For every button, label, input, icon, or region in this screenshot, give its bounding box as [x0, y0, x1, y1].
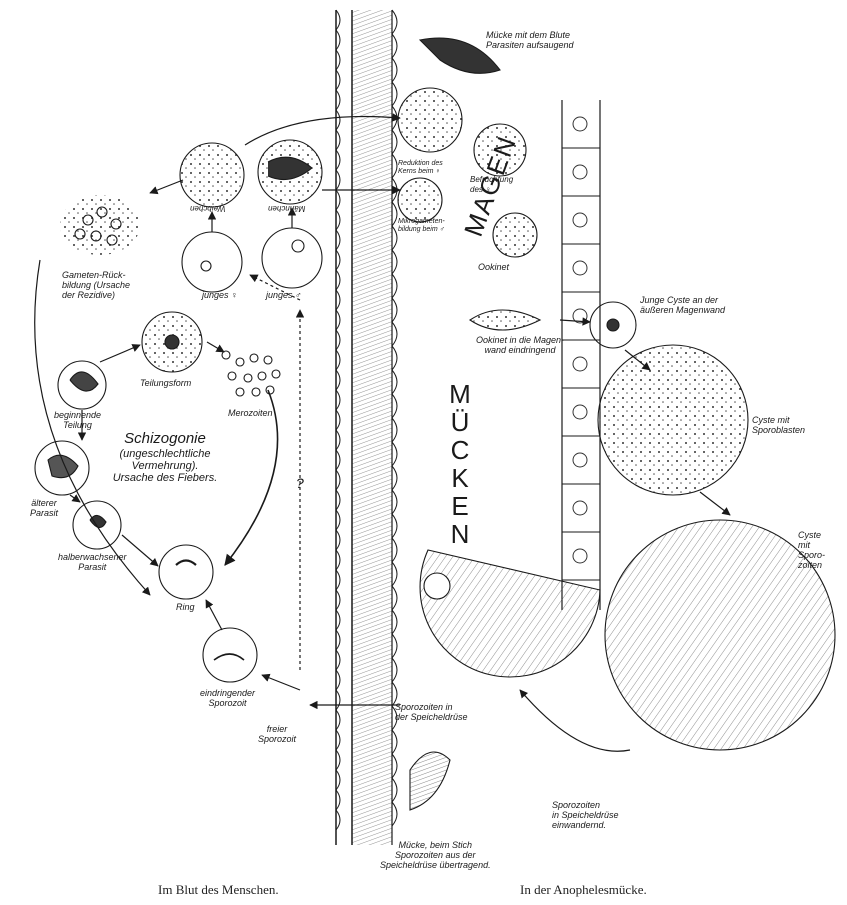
vertical-label-muecken: MÜCKEN — [446, 380, 476, 548]
label-gameten-rueck: Gameten-Rück- bildung (Ursache der Rezid… — [62, 270, 130, 300]
label-halberwachsen: halberwachsener Parasit — [58, 552, 127, 572]
label-mikrogameten: Mikrogameten- bildung beim ♂ — [398, 218, 445, 234]
label-muecke-stich: Mücke, beim Stich Sporozoiten aus der Sp… — [380, 840, 491, 870]
stomach-wall-cells — [562, 100, 600, 610]
label-teilungsform: Teilungsform — [140, 378, 191, 388]
label-muecke-blut: Mücke mit dem Blute Parasiten aufsaugend — [486, 30, 574, 50]
label-cyste-sporoblasten: Cyste mit Sporoblasten — [752, 415, 805, 435]
label-merozoiten: Merozoiten — [228, 408, 273, 418]
label-junge-cyste: Junge Cyste an der äußeren Magenwand — [640, 295, 725, 315]
label-ookinet: Ookinet — [478, 262, 509, 272]
label-sporozoiten-speicheldruese: Sporozoiten in der Speicheldrüse — [395, 702, 468, 722]
label-maennchen: Männchen — [268, 203, 305, 213]
label-freier: freier Sporozoit — [258, 724, 296, 744]
label-reduktion: Reduktion des Kerns beim ♀ — [398, 160, 443, 176]
label-weibchen: Weibchen — [190, 203, 225, 213]
schizogonie-title: Schizogonie — [110, 430, 220, 447]
caption-right: In der Anophelesmücke. — [520, 882, 647, 898]
label-ookinet-magen: Ookinet in die Magen- wand eindringend — [476, 335, 564, 355]
label-eindringender: eindringender Sporozoit — [200, 688, 255, 708]
label-aelterer: älterer Parasit — [30, 498, 58, 518]
label-cyste-sporozoiten: Cyste mit Sporo- zoiten — [798, 530, 825, 570]
schizogonie-subtitle: (ungeschlechtliche Vermehrung). Ursache … — [104, 448, 226, 484]
caption-left: Im Blut des Menschen. — [158, 882, 279, 898]
label-ring: Ring — [176, 602, 195, 612]
label-question: ? — [296, 478, 304, 488]
skin-tissue-band — [336, 10, 397, 845]
label-junges-w: junges ♀ — [202, 290, 238, 300]
label-sporozoiten-einwandernd: Sporozoiten in Speicheldrüse einwandernd… — [552, 800, 619, 830]
label-junges-m: junges ♂ — [266, 290, 302, 300]
label-teilung: beginnende Teilung — [54, 410, 101, 430]
